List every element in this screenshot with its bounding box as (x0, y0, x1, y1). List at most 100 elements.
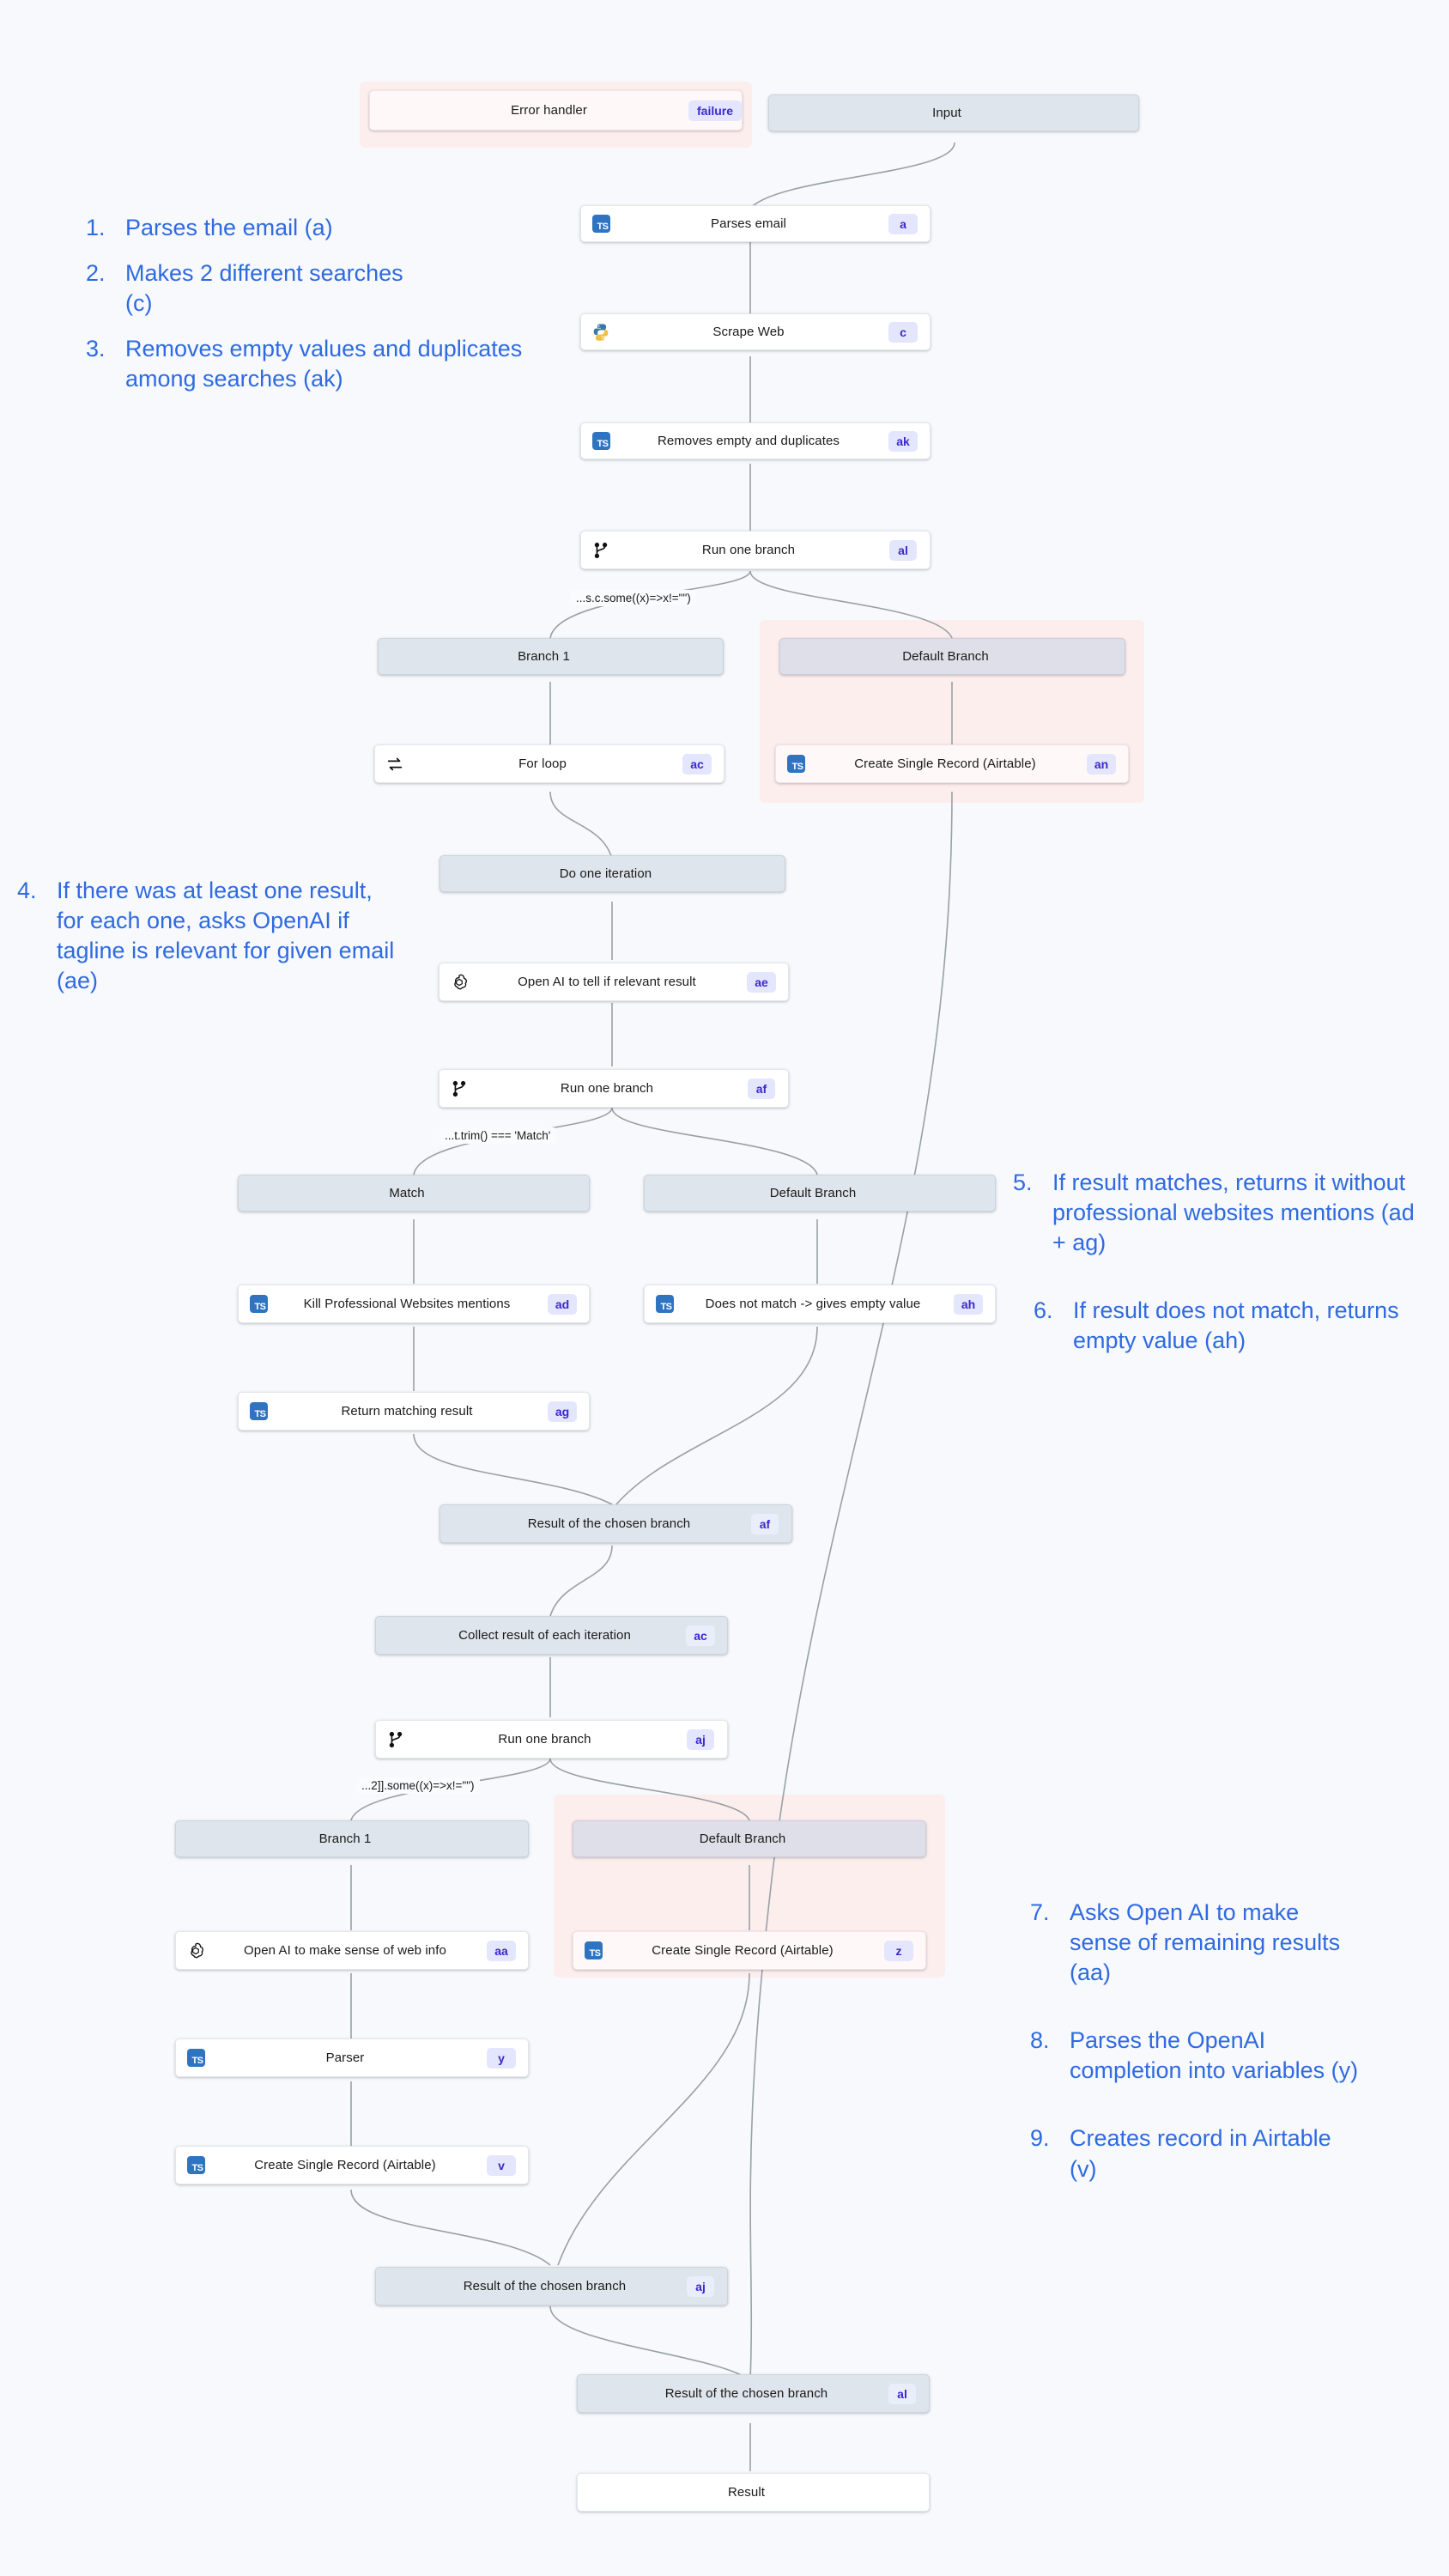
badge-an: an (1086, 753, 1117, 775)
annotation-number: 2. (86, 260, 106, 287)
badge-ag: ag (547, 1400, 578, 1422)
annotation-number: 9. (1030, 2125, 1050, 2152)
annotation-number: 5. (1013, 1170, 1033, 1195)
annotation-list-right-upper: 5. If result matches, returns it without… (1013, 1168, 1425, 1371)
typescript-icon: TS (645, 1295, 684, 1313)
node-default-branch-bottom[interactable]: Default Branch (573, 1820, 926, 1857)
badge-ah: ah (953, 1293, 984, 1315)
typescript-icon: TS (176, 2156, 215, 2174)
badge-ac: ac (682, 753, 712, 775)
node-airtable-z[interactable]: TS Create Single Record (Airtable) z (573, 1931, 926, 1970)
badge-y: y (487, 2047, 516, 2069)
typescript-icon: TS (176, 2049, 215, 2067)
annotation-item-9: 9. Creates record in Airtable (v) (1030, 2123, 1434, 2184)
annotation-list-right-lower: 7. Asks Open AI to make sense of remaini… (1030, 1898, 1434, 2200)
node-removes-empty-duplicates[interactable]: TS Removes empty and duplicates ak (580, 422, 931, 459)
node-badge-slot: ac (670, 753, 724, 775)
node-run-one-branch-al[interactable]: Run one branch al (580, 531, 931, 569)
typescript-icon: TS (581, 215, 621, 233)
badge-z: z (884, 1940, 913, 1961)
annotation-text: Removes empty values and duplicates amon… (125, 336, 523, 392)
node-do-one-iteration[interactable]: Do one iteration (440, 855, 785, 892)
node-openai-make-sense[interactable]: Open AI to make sense of web info aa (175, 1931, 529, 1970)
annotation-number: 6. (1034, 1297, 1053, 1324)
annotation-item-1: 1. Parses the email (a) (86, 213, 532, 243)
node-error-handler[interactable]: Error handler failure (369, 90, 743, 131)
node-badge-slot: an (1075, 753, 1128, 775)
node-return-matching-result[interactable]: TS Return matching result ag (238, 1392, 590, 1431)
node-title: Create Single Record (Airtable) (254, 2158, 436, 2172)
annotation-text: Parses the email (a) (125, 215, 333, 240)
annotation-number: 7. (1030, 1899, 1050, 1925)
node-badge-slot: aa (475, 1940, 528, 1961)
node-does-not-match[interactable]: TS Does not match -> gives empty value a… (644, 1285, 996, 1323)
openai-icon (440, 973, 479, 992)
node-result-chosen-branch-af[interactable]: Result of the chosen branch af (440, 1504, 792, 1543)
node-match-branch[interactable]: Match (238, 1175, 590, 1212)
node-scrape-web[interactable]: Scrape Web c (580, 313, 931, 350)
node-kill-mentions[interactable]: TS Kill Professional Websites mentions a… (238, 1285, 590, 1323)
node-title: Does not match -> gives empty value (705, 1297, 921, 1311)
node-airtable-v[interactable]: TS Create Single Record (Airtable) v (175, 2146, 529, 2184)
node-title: Branch 1 (318, 1832, 372, 1846)
node-badge-slot: ag (536, 1400, 589, 1422)
node-badge-slot: y (475, 2047, 528, 2069)
node-badge-slot: aj (674, 2275, 727, 2297)
node-title: Create Single Record (Airtable) (652, 1943, 834, 1958)
node-run-one-branch-aj[interactable]: Run one branch aj (375, 1720, 728, 1759)
node-default-branch-top[interactable]: Default Branch (779, 638, 1125, 675)
node-title: Run one branch (701, 543, 796, 557)
node-branch-1-bottom[interactable]: Branch 1 (175, 1820, 529, 1857)
annotation-item-6: 6. If result does not match, returns emp… (1034, 1296, 1425, 1356)
node-title: Removes empty and duplicates (657, 434, 840, 448)
typescript-icon: TS (573, 1941, 613, 1959)
node-title: Branch 1 (518, 649, 570, 664)
node-title: Default Branch (769, 1186, 857, 1200)
node-badge-slot: a (876, 213, 930, 234)
badge-a: a (888, 213, 918, 234)
typescript-icon: TS (239, 1402, 278, 1420)
badge-aa: aa (487, 1940, 516, 1961)
node-collect-result-ac[interactable]: Collect result of each iteration ac (375, 1616, 728, 1655)
node-run-one-branch-af[interactable]: Run one branch af (439, 1069, 789, 1108)
annotation-item-3: 3. Removes empty values and duplicates a… (86, 334, 532, 394)
node-airtable-an[interactable]: TS Create Single Record (Airtable) an (775, 744, 1129, 783)
annotation-item-4: 4. If there was at least one result, for… (17, 876, 395, 996)
node-openai-relevant[interactable]: Open AI to tell if relevant result ae (439, 963, 789, 1001)
badge-v: v (487, 2154, 516, 2176)
node-badge-slot: v (475, 2154, 528, 2176)
node-for-loop[interactable]: For loop ac (374, 744, 724, 783)
node-parses-email[interactable]: TS Parses email a (580, 205, 931, 242)
node-title: Open AI to tell if relevant result (518, 975, 696, 989)
annotation-list-left-upper: 1. Parses the email (a) 2. Makes 2 diffe… (86, 213, 532, 410)
typescript-icon: TS (776, 755, 815, 773)
node-badge-slot: ac (674, 1625, 727, 1646)
branch-icon (581, 541, 621, 560)
loop-icon (375, 755, 415, 774)
badge-ae: ae (747, 971, 776, 993)
node-title: Run one branch (560, 1081, 654, 1096)
annotation-text: Makes 2 different searches (c) (125, 260, 403, 317)
node-parser[interactable]: TS Parser y (175, 2038, 529, 2077)
node-badge-slot: al (876, 539, 930, 561)
node-title: Parses email (711, 216, 786, 231)
node-default-branch-middle[interactable]: Default Branch (644, 1175, 996, 1212)
node-badge-slot: ak (876, 430, 930, 452)
node-title: Collect result of each iteration (458, 1628, 631, 1643)
node-title: Input (932, 106, 961, 120)
node-result-final[interactable]: Result (577, 2473, 930, 2512)
node-title: For loop (518, 756, 567, 771)
edge-condition-aj: ...2]].some((x)=>x!="") (356, 1777, 480, 1794)
edge-condition-al: ...s.c.some((x)=>x!="") (571, 590, 696, 606)
python-icon (581, 323, 621, 342)
node-input[interactable]: Input (768, 94, 1139, 131)
node-branch-1-top[interactable]: Branch 1 (378, 638, 724, 675)
node-result-chosen-branch-al[interactable]: Result of the chosen branch al (577, 2374, 930, 2413)
annotation-text: Asks Open AI to make sense of remaining … (1070, 1899, 1341, 1986)
badge-af: af (751, 1513, 779, 1534)
node-result-chosen-branch-aj[interactable]: Result of the chosen branch aj (375, 2267, 728, 2306)
annotation-item-8: 8. Parses the OpenAI completion into var… (1030, 2026, 1434, 2086)
node-badge-slot: aj (674, 1728, 727, 1750)
node-title: Create Single Record (Airtable) (854, 756, 1036, 771)
